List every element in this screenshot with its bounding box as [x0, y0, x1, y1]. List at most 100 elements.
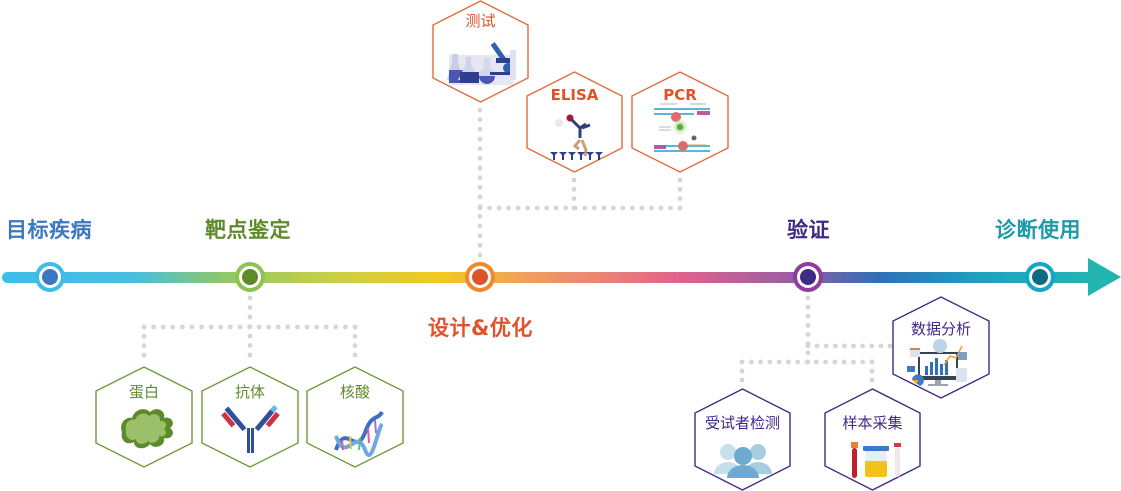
connector-dot — [247, 333, 253, 339]
hex-subject-testing-label: 受试者检测 — [704, 414, 780, 432]
connector-dot — [247, 314, 253, 320]
connector-dot — [571, 205, 577, 211]
connector-dot — [813, 359, 819, 365]
hex-nucleic-acid-label-box: 核酸 — [307, 381, 403, 401]
connector-dot — [869, 343, 875, 349]
connector-dot — [677, 205, 683, 211]
hex-subject-testing-label-box: 受试者检测 — [695, 412, 790, 432]
connector-dot — [582, 205, 588, 211]
connector-lines — [141, 107, 893, 383]
connector-dot — [758, 359, 763, 365]
timeline-bar — [2, 258, 1121, 296]
connector-dot — [352, 324, 358, 330]
connector-dot — [333, 324, 339, 330]
protein-icon — [121, 409, 173, 449]
connector-dot — [629, 205, 635, 211]
hex-testing-label-box: 测试 — [433, 10, 528, 30]
stage-label-design-optimization: 设计&优化 — [428, 316, 533, 340]
connector-dot — [496, 205, 502, 211]
hex-antibody-label: 抗体 — [234, 383, 265, 401]
connector-dot — [477, 136, 483, 142]
connector-dot — [832, 359, 838, 365]
connector-dot — [601, 205, 607, 211]
connector-dot — [851, 343, 856, 349]
connector-dot — [804, 359, 810, 365]
sample-tubes-icon — [851, 442, 901, 478]
connector-dot — [610, 205, 616, 211]
connector-dot — [141, 333, 147, 339]
stage-label-validation: 验证 — [787, 218, 830, 242]
hex-data-analysis-label-box: 数据分析 — [893, 318, 989, 338]
connector-dot — [477, 205, 483, 211]
connector-dot — [860, 343, 866, 349]
connector-dot — [860, 359, 866, 365]
connector-dot — [141, 324, 147, 330]
connector-dot — [795, 359, 801, 365]
connector-dot — [823, 343, 829, 349]
hex-antibody-label-box: 抗体 — [202, 381, 298, 401]
connector-dot — [477, 175, 483, 181]
connector-dot — [477, 223, 483, 229]
node-target-identification[interactable] — [235, 262, 265, 292]
hex-nucleic-acid[interactable] — [306, 366, 404, 468]
connector-dot — [668, 205, 673, 211]
connector-dot — [805, 350, 811, 356]
connector-dot — [620, 205, 626, 211]
connector-dot — [544, 205, 550, 211]
connector-dot — [869, 359, 875, 365]
hex-elisa-label-box: ELISA — [527, 86, 622, 106]
dna-helix-icon — [334, 410, 384, 457]
connector-dot — [805, 313, 811, 319]
connector-dot — [506, 205, 511, 211]
connector-dot — [814, 343, 820, 349]
connector-dot — [677, 196, 683, 202]
connector-dot — [869, 368, 875, 374]
connector-dot — [141, 343, 147, 349]
connector-dot — [805, 343, 811, 349]
node-diagnostic-use[interactable] — [1025, 262, 1055, 292]
connector-dot — [639, 205, 645, 211]
hex-sample-collection-label-box: 样本采集 — [825, 412, 920, 432]
connector-dot — [237, 324, 243, 330]
connector-dot — [477, 126, 483, 132]
connector-dot — [477, 155, 483, 161]
connector-dot — [739, 359, 745, 365]
connector-dot — [477, 252, 483, 258]
connector-dot — [534, 205, 540, 211]
hex-antibody[interactable] — [201, 366, 299, 468]
connector-dot — [247, 343, 253, 348]
connector-dot — [805, 295, 811, 301]
connector-dot — [247, 305, 253, 310]
hex-sample-collection-label: 样本采集 — [842, 414, 903, 432]
connector-dot — [805, 304, 811, 310]
connector-dot — [477, 165, 483, 171]
node-design-optimization[interactable] — [465, 262, 495, 292]
connector-dot — [189, 324, 195, 330]
node-validation[interactable] — [793, 262, 823, 292]
connector-dot — [563, 205, 569, 211]
connector-dot — [477, 242, 483, 248]
connector-dot — [805, 332, 811, 337]
people-icon — [714, 444, 772, 478]
connector-dot — [553, 205, 559, 211]
connector-dot — [748, 359, 754, 365]
connector-dot — [170, 324, 176, 330]
connector-dot — [786, 359, 791, 365]
connector-dot — [304, 324, 310, 330]
connector-dot — [677, 186, 683, 192]
hex-protein-label: 蛋白 — [128, 383, 159, 401]
connector-dot — [525, 205, 531, 211]
arrow-head-icon — [1088, 258, 1121, 296]
connector-dot — [477, 107, 483, 113]
connector-dot — [477, 184, 483, 190]
stage-label-target-identification: 靶点鉴定 — [205, 218, 291, 242]
connector-dot — [571, 186, 577, 192]
connector-dot — [869, 377, 875, 383]
connector-dot — [247, 295, 253, 301]
connector-dot — [649, 205, 654, 211]
hex-protein-label-box: 蛋白 — [96, 381, 192, 401]
connector-dot — [247, 324, 252, 330]
node-target-disease[interactable] — [35, 262, 65, 292]
pcr-diagram-icon — [654, 103, 710, 152]
